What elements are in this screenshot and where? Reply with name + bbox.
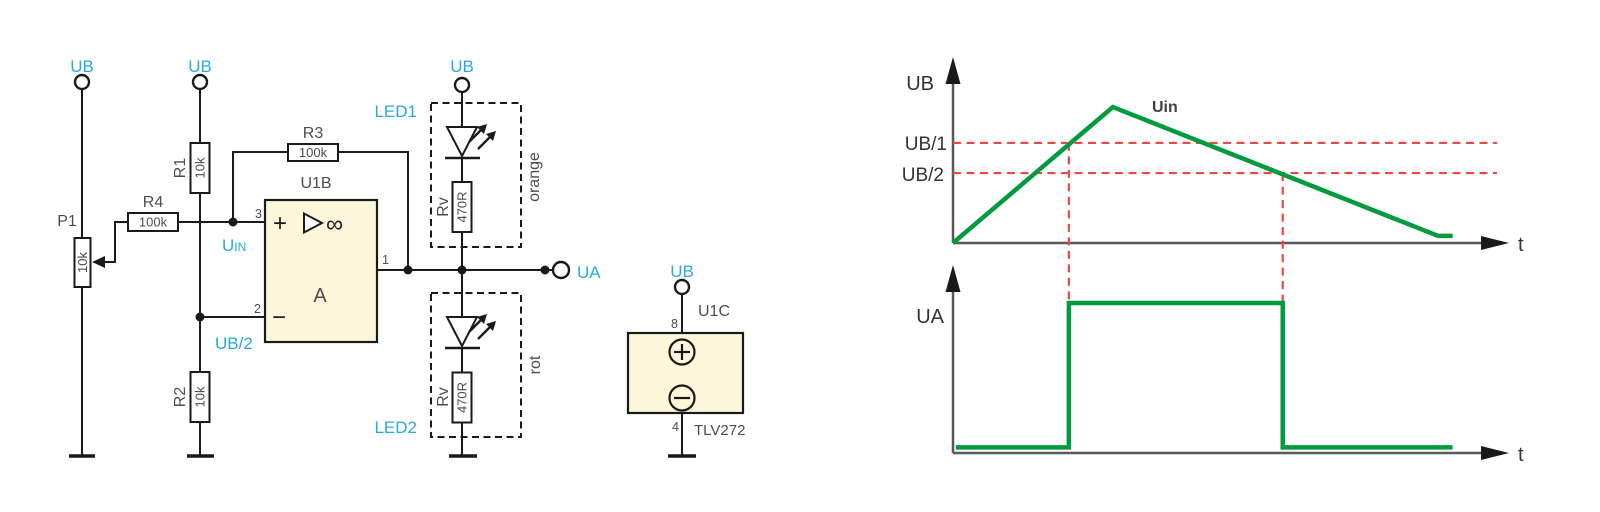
junction-dot bbox=[228, 217, 238, 227]
uin-trace bbox=[951, 104, 1453, 245]
led-light-arrows-icon bbox=[468, 124, 496, 150]
pin-number: 4 bbox=[672, 420, 679, 434]
led-diode-icon bbox=[445, 316, 479, 349]
inverting-input-sign: − bbox=[272, 304, 286, 331]
component-ref: R2 bbox=[172, 387, 189, 408]
junction-dot bbox=[403, 265, 413, 275]
supply-terminals: UB UB UB UB UA bbox=[70, 57, 694, 296]
threshold-label: UB/1 bbox=[905, 134, 947, 155]
uin-sub: IN bbox=[234, 240, 246, 254]
component-value: 10k bbox=[75, 252, 90, 273]
opamp-u1b: U1B + − ∞ A 3 2 1 bbox=[254, 175, 389, 344]
component-ref: Rv bbox=[435, 387, 452, 407]
resistor-r1: R1 10k bbox=[172, 142, 211, 194]
uin-main: U bbox=[222, 236, 234, 255]
threshold-label: UB/2 bbox=[902, 165, 944, 186]
component-value: 470R bbox=[455, 382, 470, 413]
noninverting-input-sign: + bbox=[273, 210, 287, 237]
resistor-r3: R3 100k bbox=[287, 125, 339, 162]
component-ref: R3 bbox=[303, 125, 324, 142]
junction-dot bbox=[457, 265, 467, 275]
component-value: 100k bbox=[299, 145, 328, 160]
opamp-triangle-icon bbox=[303, 211, 325, 235]
terminal-icon bbox=[673, 278, 691, 296]
output-terminal-label: UA bbox=[577, 263, 601, 282]
supply-label: UB bbox=[670, 262, 694, 281]
led2-block: Rv 470R rot LED2 bbox=[374, 292, 544, 438]
component-value: 470R bbox=[455, 191, 470, 222]
ic-body bbox=[626, 331, 745, 415]
component-ref: U1B bbox=[300, 175, 331, 192]
event-lines bbox=[1067, 142, 1284, 303]
resistor-body bbox=[73, 237, 92, 288]
led-color-label: orange bbox=[526, 152, 543, 202]
supply-label: UB bbox=[70, 57, 94, 76]
circuit-diagram: UB UB UB UB UA P1 10k R1 10k bbox=[57, 57, 745, 458]
y-axis-label: UB bbox=[906, 73, 934, 95]
junction-dots bbox=[195, 217, 550, 322]
part-number: TLV272 bbox=[694, 422, 745, 439]
infinity-gain-icon: ∞ bbox=[326, 211, 343, 238]
x-axis-label: t bbox=[1518, 444, 1524, 466]
led-ref-label: LED2 bbox=[374, 418, 417, 437]
junction-dot bbox=[195, 312, 205, 322]
component-value: 10k bbox=[193, 157, 208, 178]
component-value: 10k bbox=[193, 386, 208, 407]
resistor-body bbox=[189, 371, 211, 423]
resistor-body bbox=[451, 181, 473, 233]
component-ref: Rv bbox=[435, 197, 452, 217]
minus-supply-icon bbox=[668, 384, 696, 412]
ub-half-node-label: UB/2 bbox=[215, 334, 253, 353]
resistor-r4: R4 100k bbox=[127, 194, 179, 232]
led-color-label: rot bbox=[527, 355, 544, 374]
supply-label: UB bbox=[450, 57, 474, 76]
component-value: 100k bbox=[139, 215, 168, 230]
resistor-body bbox=[127, 212, 179, 232]
x-axis-arrow-icon bbox=[1481, 236, 1509, 250]
led-ref-label: LED1 bbox=[374, 102, 417, 121]
terminal-icon bbox=[453, 76, 471, 94]
junction-dot bbox=[540, 265, 550, 275]
y-axis-arrow-icon bbox=[945, 57, 961, 84]
threshold-lines bbox=[953, 141, 1497, 175]
component-ref: R4 bbox=[143, 194, 164, 211]
pin-number: 2 bbox=[254, 302, 261, 316]
potentiometer-p1: P1 10k bbox=[57, 213, 105, 288]
x-axis-label: t bbox=[1518, 234, 1524, 256]
resistor-body bbox=[287, 143, 339, 162]
led-light-arrows-icon bbox=[468, 314, 496, 340]
trace-label: Uin bbox=[1152, 99, 1178, 116]
terminal-icon bbox=[551, 260, 571, 280]
component-ref: U1C bbox=[698, 303, 730, 320]
power-block-u1c: U1C TLV272 8 4 bbox=[626, 303, 745, 439]
supply-label: UB bbox=[188, 57, 212, 76]
pin-number: 8 bbox=[671, 317, 678, 331]
wiper-arrow-icon bbox=[92, 256, 105, 268]
resistor-body bbox=[189, 142, 211, 194]
terminal-icon bbox=[191, 73, 209, 91]
led-dashed-outline bbox=[430, 102, 522, 248]
pin-number: 3 bbox=[255, 207, 262, 221]
opamp-section-label: A bbox=[313, 285, 327, 307]
resistor-body bbox=[451, 371, 473, 424]
timing-diagrams: UB t UB/1 UB/2 Uin UA t bbox=[902, 57, 1524, 466]
ua-chart: UA t bbox=[916, 265, 1524, 466]
y-axis-arrow-icon bbox=[945, 265, 961, 292]
component-ref: P1 bbox=[57, 213, 77, 230]
ua-trace bbox=[955, 300, 1453, 450]
y-axis-label: UA bbox=[916, 306, 944, 328]
plus-supply-icon bbox=[668, 338, 696, 366]
pin-number: 1 bbox=[382, 253, 389, 267]
terminal-icon bbox=[73, 73, 91, 91]
uin-chart: UB t UB/1 UB/2 Uin bbox=[902, 57, 1524, 303]
x-axis-arrow-icon bbox=[1481, 446, 1509, 460]
uin-node-label: UIN bbox=[222, 236, 246, 255]
led1-block: Rv 470R orange LED1 bbox=[374, 102, 543, 248]
component-ref: R1 bbox=[172, 158, 189, 179]
led-diode-icon bbox=[445, 126, 479, 159]
led-dashed-outline bbox=[430, 292, 522, 438]
resistor-r2: R2 10k bbox=[172, 371, 211, 423]
